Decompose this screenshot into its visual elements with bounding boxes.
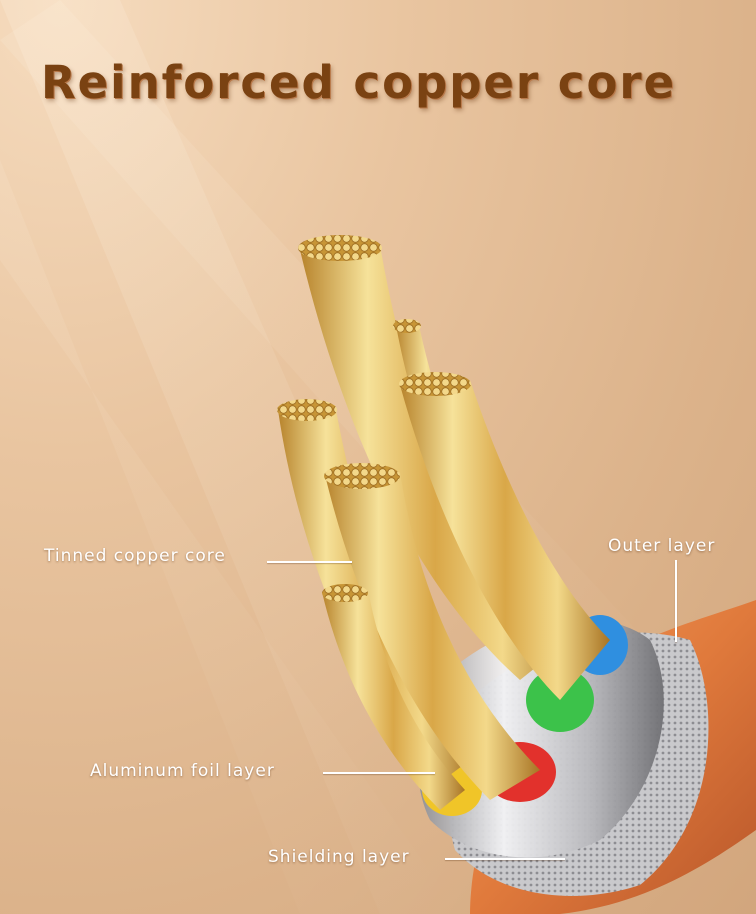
outer-layer-leader <box>675 560 677 642</box>
shielding-leader <box>445 858 565 860</box>
outer-layer-label: Outer layer <box>608 536 716 556</box>
tinned-core-leader <box>267 561 352 563</box>
aluminum-foil-layer-label: Aluminum foil layer <box>90 761 275 781</box>
shielding-layer-label: Shielding layer <box>268 847 410 867</box>
aluminum-foil-leader <box>323 772 435 774</box>
page-title: Reinforced copper core <box>41 56 677 109</box>
tinned-copper-core-label: Tinned copper core <box>44 546 226 566</box>
